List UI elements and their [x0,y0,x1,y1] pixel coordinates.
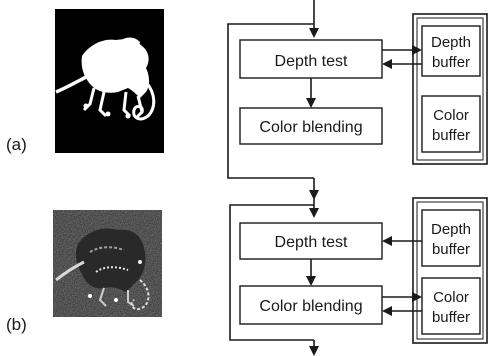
panel-b-input-arrowhead [309,208,319,218]
panel-a-color-blending-label: Color blending [259,119,362,136]
panel-a-color-blending-box [239,107,383,145]
panel-b-buffers-frame-inner [416,201,484,340]
panel-b-blend-read-arrowhead [382,306,392,316]
panel-b-depth-buffer-box [421,209,481,267]
chameleon-shaded [55,228,150,310]
panel-b-color-blending-label: Color blending [259,298,362,315]
panel-b-blend-write-arrowhead [412,292,422,302]
panel-a-depth-buffer-label-1: Depth [431,34,471,51]
panel-a-output-arrowhead [309,190,319,200]
panel-b-depth-buffer-label-2: buffer [432,241,470,258]
panel-b-label: (b) [6,315,27,334]
panel-a-label: (a) [6,135,27,154]
panel-a-pipeline-frame [227,23,314,179]
panel-a-color-buffer-label-2: buffer [432,127,470,144]
panel-a-depth-test-box [239,39,383,79]
panel-b-color-buffer-label-1: Color [433,289,469,306]
panel-a-image [55,9,164,153]
panel-a-buffers-frame [412,13,488,165]
panel-b-image [53,210,162,317]
panel-b-buffers-frame [412,197,488,344]
panel-a: (a) Depth test [6,0,488,200]
panel-b-pipeline-frame [229,204,314,341]
panel-b-color-buffer-label-2: buffer [432,309,470,326]
panel-b-depth-test-label: Depth test [275,234,348,251]
panel-b-depth-buffer-label-1: Depth [431,221,471,238]
panel-b-read-arrowhead [382,236,392,246]
panel-a-write-arrowhead [412,45,422,55]
panel-a-read-arrowhead [382,59,392,69]
panel-a-color-buffer-box [421,95,481,153]
panel-a-color-buffer-label-1: Color [433,107,469,124]
panel-b-flow-arrowhead [306,276,316,286]
panel-a-buffers-frame-inner [416,17,484,161]
chameleon-silhouette [55,37,156,121]
panel-b-color-blending-box [239,285,383,325]
panel-a-depth-test-label: Depth test [275,53,348,70]
panel-b-color-buffer-box [421,277,481,335]
panel-a-flow-arrowhead [306,98,316,108]
panel-a-depth-buffer-box [421,25,481,77]
panel-b-output-arrowhead [309,346,319,356]
panel-b: (b) Depth test [6,196,488,356]
panel-a-input-arrowhead [309,28,319,38]
panel-a-depth-buffer-label-2: buffer [432,54,470,71]
